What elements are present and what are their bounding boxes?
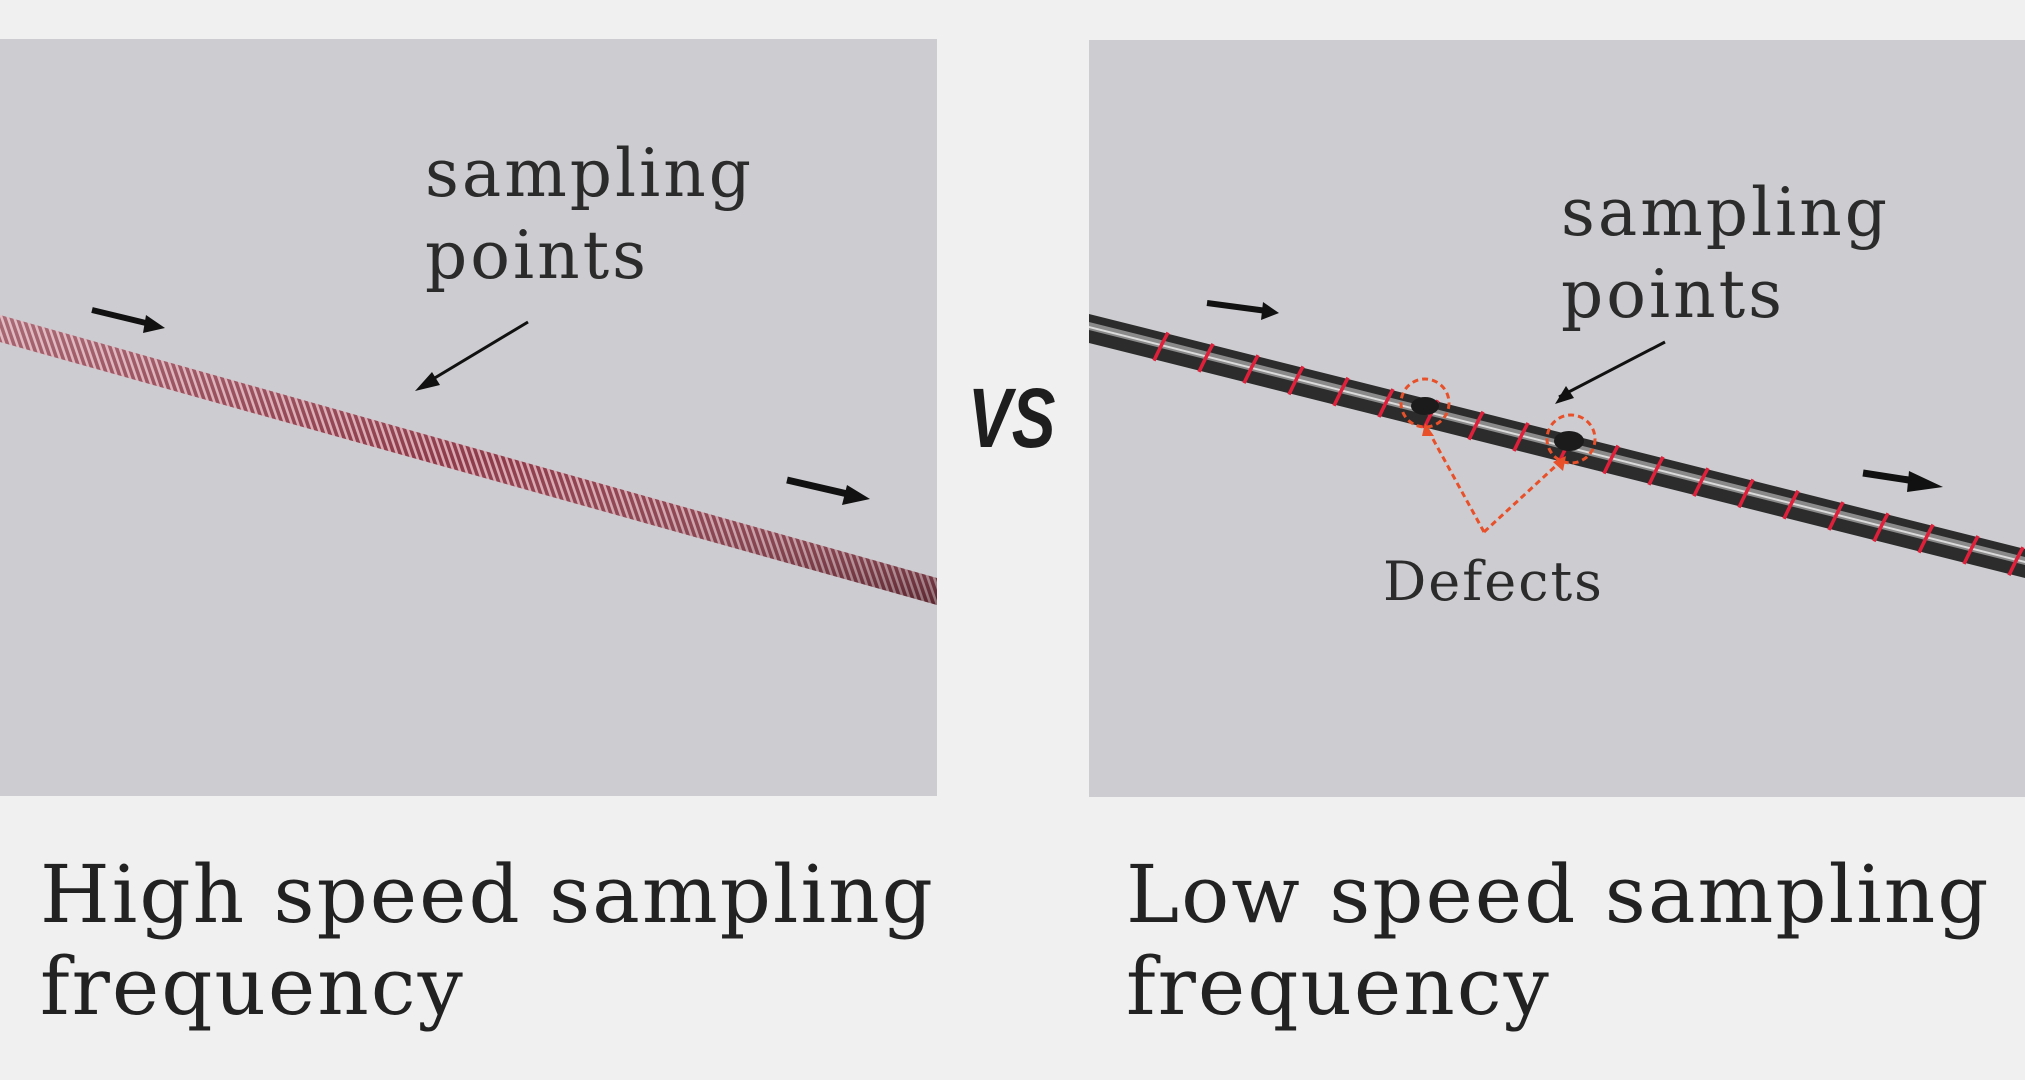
sampling-mark xyxy=(1467,410,1485,441)
sampling-mark xyxy=(1512,422,1530,452)
callout-line: sampling xyxy=(425,135,755,212)
sampling-mark xyxy=(1332,376,1350,407)
sampling-mark xyxy=(1647,456,1665,486)
low-speed-wire-illustration xyxy=(1089,300,2025,578)
callout-line: points xyxy=(1561,256,1785,333)
sampling-mark xyxy=(1152,331,1170,362)
defect-highlight-circle xyxy=(1399,377,1597,465)
wire-direction-arrow-icon xyxy=(786,476,870,505)
defect-bump xyxy=(1411,397,1584,451)
caption-line: Low speed sampling xyxy=(1126,848,1991,941)
high-speed-panel: sampling points xyxy=(0,39,937,796)
sampling-mark xyxy=(2007,546,2025,576)
high-speed-wire-illustration xyxy=(0,307,937,605)
callout-pointer-arrow-icon xyxy=(1555,340,1666,404)
sampling-mark xyxy=(1287,365,1305,396)
sampling-mark xyxy=(1962,535,1980,565)
wire-direction-arrow-icon xyxy=(1206,300,1279,320)
caption-line: High speed sampling xyxy=(40,848,935,941)
sampling-mark xyxy=(1242,354,1260,384)
sampling-mark xyxy=(1737,478,1755,509)
vs-separator: VS xyxy=(968,371,1056,465)
defect-pointer-arrows xyxy=(1426,429,1562,534)
defect-arrowhead-icon xyxy=(1553,456,1566,471)
sampling-mark xyxy=(1872,512,1890,543)
wire-direction-arrow-icon xyxy=(1862,469,1943,492)
sampling-points-label: sampling points xyxy=(425,133,754,297)
defects-label: Defects xyxy=(1383,550,1604,613)
caption-line: frequency xyxy=(40,940,465,1033)
callout-pointer-arrow-icon xyxy=(415,320,529,391)
high-speed-caption: High speed sampling frequency xyxy=(40,849,960,1033)
sampling-points-label: sampling points xyxy=(1561,172,1890,336)
low-speed-panel: sampling points Defects xyxy=(1089,40,2025,797)
sampling-mark xyxy=(1782,489,1800,520)
sampling-mark xyxy=(1692,467,1710,497)
sampled-wire xyxy=(0,315,937,605)
sampling-mark xyxy=(1917,523,1935,554)
caption-line: frequency xyxy=(1126,940,1551,1033)
sampling-mark xyxy=(1602,444,1620,475)
sampling-mark xyxy=(1827,501,1845,531)
defect-arrowhead-icon xyxy=(1422,423,1434,436)
sampling-mark xyxy=(1197,343,1215,373)
wire-direction-arrow-icon xyxy=(91,307,165,333)
sampling-mark xyxy=(1377,388,1395,418)
callout-line: points xyxy=(425,217,649,294)
callout-line: sampling xyxy=(1561,174,1891,251)
low-speed-caption: Low speed sampling frequency xyxy=(1126,849,2025,1033)
